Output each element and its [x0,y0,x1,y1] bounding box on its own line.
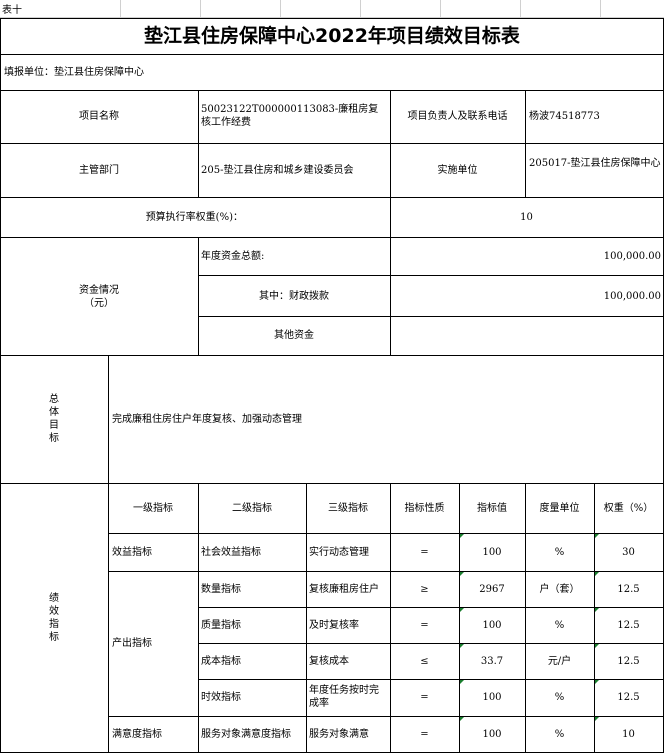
header-nature: 指标性质 [404,503,445,514]
page-title: 垫江县住房保障中心2022年项目绩效目标表 [144,25,520,47]
row-value: 33.7 [480,656,504,667]
cell-marker-icon [595,644,599,648]
budget-weight-value: 10 [520,212,533,223]
project-name-value: 50023122T000000113083-廉租房复核工作经费 [201,104,379,128]
overall-objective-label-2: 体 [49,407,59,418]
row-unit: % [554,620,565,631]
cell-marker-icon [460,680,464,684]
level1-satisfaction: 满意度指标 [112,729,162,740]
row-weight: 12.5 [617,620,640,631]
overall-objective-text: 完成廉租住房住户年度复核、加强动态管理 [112,414,302,425]
row-level2: 数量指标 [201,584,241,595]
row-nature: = [420,692,429,703]
row-level2: 成本指标 [201,656,241,667]
row-value: 100 [482,620,502,631]
fiscal-appropriation-label: 其中：财政拨款 [259,291,329,302]
performance-label-3: 指 [49,619,59,630]
row-weight: 12.5 [617,692,640,703]
project-name-label: 项目名称 [79,111,119,122]
row-value: 2967 [479,584,505,595]
row-unit: % [554,547,565,558]
annual-total-label: 年度资金总额: [201,251,265,262]
performance-label-1: 绩 [49,593,59,604]
row-value: 100 [482,729,502,740]
row-level3: 实行动态管理 [309,547,369,558]
row-level3: 复核成本 [309,656,349,667]
level1-output: 产出指标 [112,638,152,649]
row-weight: 12.5 [617,656,640,667]
cell-marker-icon [595,572,599,576]
cell-marker-icon [460,534,464,538]
row-level3: 服务对象满意 [309,729,369,740]
overall-objective-label-3: 目 [49,420,59,431]
row-weight: 12.5 [617,584,640,595]
row-value: 100 [482,547,502,558]
sheet-label: 表十 [2,5,22,16]
other-funds-label: 其他资金 [274,330,314,341]
department-value: 205-垫江县住房和城乡建设委员会 [201,165,354,176]
row-nature: = [420,547,429,558]
cell-marker-icon [460,572,464,576]
cell-marker-icon [595,608,599,612]
row-nature: = [420,729,429,740]
implementing-unit-value: 205017-垫江县住房保障中心 [529,158,661,169]
header-unit: 度量单位 [539,503,580,514]
department-label: 主管部门 [79,165,119,176]
row-level3: 年度任务按时完成率 [309,685,379,709]
row-unit: % [554,692,565,703]
overall-objective-label-4: 标 [49,433,59,444]
funds-unit: （元） [84,298,114,309]
cell-marker-icon [460,717,464,721]
spreadsheet-header-grid [0,0,664,18]
overall-objective-label-1: 总 [49,394,59,405]
performance-label-4: 标 [49,632,59,643]
cell-marker-icon [460,644,464,648]
row-level2: 社会效益指标 [201,547,261,558]
row-unit: 户（套） [539,584,580,595]
row-value: 100 [482,692,502,703]
row-weight: 30 [622,547,635,558]
level1-benefit: 效益指标 [112,547,152,558]
cell-marker-icon [595,717,599,721]
header-value: 指标值 [477,503,507,514]
row-unit: % [554,729,565,740]
project-owner-value: 杨波74518773 [529,111,600,122]
row-level2: 质量指标 [201,620,241,631]
header-level2: 二级指标 [232,503,272,514]
fiscal-appropriation-value: 100,000.00 [603,291,661,302]
header-level1: 一级指标 [133,503,173,514]
performance-label-2: 效 [49,606,59,617]
header-level3: 三级指标 [328,503,368,514]
budget-weight-label: 预算执行率权重(%)： [145,212,243,223]
implementing-unit-label: 实施单位 [437,165,478,176]
row-level2: 服务对象满意度指标 [201,729,291,740]
row-nature: = [420,620,429,631]
fill-unit: 填报单位：垫江县住房保障中心 [4,67,144,78]
row-nature: ≤ [420,656,429,667]
row-nature: ≥ [420,584,429,595]
cell-marker-icon [595,534,599,538]
row-level3: 及时复核率 [309,620,359,631]
annual-total-value: 100,000.00 [603,251,661,262]
cell-marker-icon [595,680,599,684]
cell-marker-icon [460,608,464,612]
project-owner-label: 项目负责人及联系电话 [407,111,508,122]
header-weight: 权重（%） [603,503,654,514]
row-weight: 10 [622,729,635,740]
row-unit: 元/户 [547,656,572,667]
row-level2: 时效指标 [201,692,241,703]
funds-label: 资金情况 [79,285,119,296]
row-level3: 复核廉租房住户 [309,584,379,595]
